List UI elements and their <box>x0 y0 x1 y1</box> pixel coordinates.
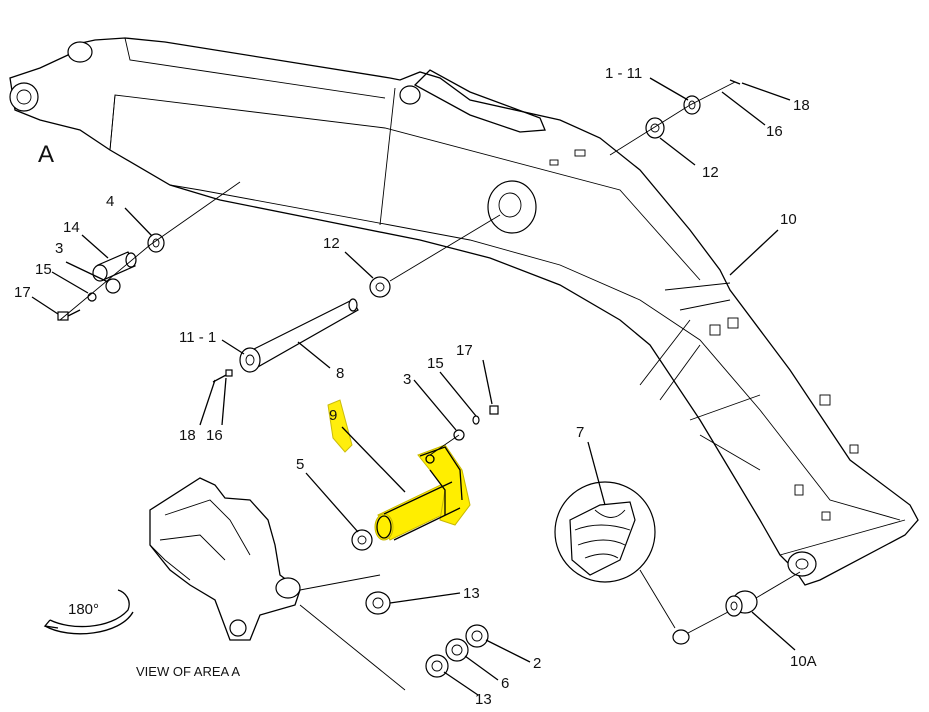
washer-part-2 <box>465 624 489 648</box>
callout-14: 14 <box>63 219 80 236</box>
callout-7: 7 <box>576 424 584 441</box>
bushing-part-10a <box>725 590 758 617</box>
callout-3-mid: 3 <box>403 371 411 388</box>
callout-9: 9 <box>329 407 337 424</box>
callout-18-bottom: 18 <box>179 427 196 444</box>
washer-part-12-top <box>645 117 665 139</box>
callout-2: 2 <box>533 655 541 672</box>
rotation-label: 180° <box>68 601 99 618</box>
washer-part-13-bottom <box>425 654 449 678</box>
callout-13-bottom: 13 <box>475 691 492 708</box>
washer-part-6 <box>445 638 469 662</box>
pin-part-8 <box>239 298 359 373</box>
bolt-part-17-left <box>57 309 81 321</box>
view-label: A <box>38 141 54 168</box>
boom-assembly <box>9 37 919 586</box>
callout-17-left: 17 <box>14 284 31 301</box>
callout-15-mid: 15 <box>427 355 444 372</box>
washer-part-5 <box>351 529 373 551</box>
callout-10a: 10A <box>790 653 817 670</box>
washer-part-3-left <box>105 278 121 294</box>
view-a-bracket <box>149 477 406 691</box>
callout-5: 5 <box>296 456 304 473</box>
washer-part-13-mid <box>365 591 391 615</box>
view-caption: VIEW OF AREA A <box>136 664 240 679</box>
washer-part-12-mid <box>369 276 391 298</box>
callout-11-1: 11 - 1 <box>179 329 216 346</box>
lockwasher-part-15-left <box>87 292 97 302</box>
callout-16-top: 16 <box>766 123 783 140</box>
callout-17-mid: 17 <box>456 342 473 359</box>
callout-10: 10 <box>780 211 797 228</box>
bearing-part-1-11 <box>683 95 701 115</box>
callout-13-mid: 13 <box>463 585 480 602</box>
o-ring <box>672 629 690 645</box>
pin-part-9-highlighted <box>327 399 471 541</box>
callout-3-left: 3 <box>55 240 63 257</box>
callout-12-mid: 12 <box>323 235 340 252</box>
bolt-part-17-mid <box>489 405 499 415</box>
pin-part-14 <box>92 251 137 282</box>
callout-8: 8 <box>336 365 344 382</box>
callout-18-top: 18 <box>793 97 810 114</box>
callout-4: 4 <box>106 193 114 210</box>
detail-circle-part-7 <box>554 481 676 629</box>
callout-12-top: 12 <box>702 164 719 181</box>
callout-6: 6 <box>501 675 509 692</box>
bolt-part-18-bottom <box>212 369 233 383</box>
callout-1-11-top: 1 - 11 <box>605 65 642 82</box>
leader-lines <box>31 77 796 696</box>
callout-16-bottom: 16 <box>206 427 223 444</box>
rotation-arrow-icon <box>43 589 134 635</box>
lockwasher-part-15-mid <box>472 415 480 425</box>
callout-15-left: 15 <box>35 261 52 278</box>
